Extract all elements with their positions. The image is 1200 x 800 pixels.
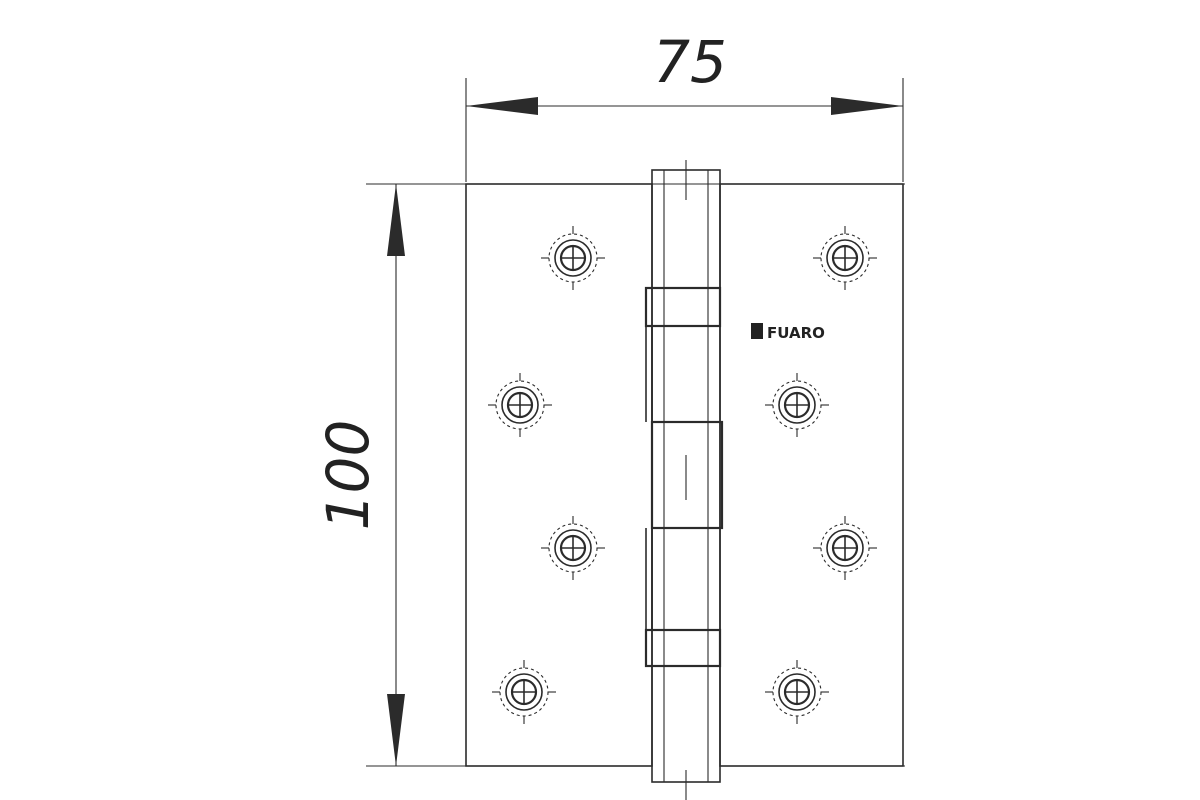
screw-hole-outer — [554, 239, 592, 277]
knuckle-segment-3 — [644, 628, 722, 668]
brand-logo-mark — [751, 323, 763, 339]
brand-logo: FUARO — [751, 323, 825, 342]
screw-hole-outer — [501, 386, 539, 424]
screw-hole-outer — [505, 673, 543, 711]
screw-hole-outer — [778, 673, 816, 711]
right-hinge-leaf — [719, 183, 904, 767]
screw-hole-outer — [826, 239, 864, 277]
height-arrow-top — [387, 184, 405, 256]
screw-hole-outer — [554, 529, 592, 567]
screw-hole-left-3 — [541, 516, 605, 580]
knuckle-segment-1 — [644, 286, 722, 328]
brand-label: FUARO — [767, 324, 825, 342]
height-arrow-bottom — [387, 694, 405, 766]
screw-hole-outer — [826, 529, 864, 567]
screw-hole-right-4 — [765, 660, 829, 724]
screw-holes — [488, 226, 877, 724]
screw-hole-left-4 — [492, 660, 556, 724]
screw-hole-left-1 — [541, 226, 605, 290]
width-dimension-label: 75 — [653, 28, 727, 96]
screw-hole-right-3 — [813, 516, 877, 580]
knuckle-segment-2 — [650, 420, 724, 530]
width-arrow-left — [466, 97, 538, 115]
width-dimension: 75 — [465, 28, 904, 182]
screw-hole-right-2 — [765, 373, 829, 437]
hinge-knuckle — [644, 160, 724, 800]
screw-hole-right-1 — [813, 226, 877, 290]
screw-hole-outer — [778, 386, 816, 424]
height-dimension: 100 — [314, 183, 905, 767]
height-dimension-label: 100 — [314, 420, 382, 531]
left-hinge-leaf — [465, 183, 653, 767]
screw-hole-left-2 — [488, 373, 552, 437]
width-arrow-right — [831, 97, 903, 115]
